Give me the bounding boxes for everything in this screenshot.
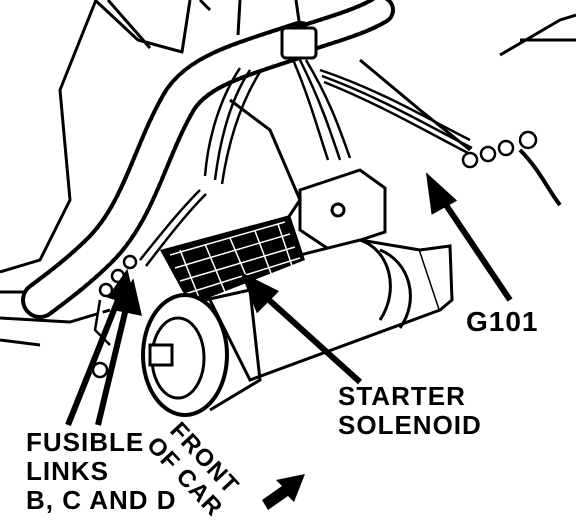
wire-bundle [139,59,475,267]
starter-solenoid [160,215,305,305]
starter-label-line1: STARTER [338,381,466,411]
callout-arrows [65,172,513,427]
mounting-bracket [298,168,387,252]
front-of-car-arrow [262,474,305,510]
g101-label-text: G101 [466,306,539,337]
ground-terminal-g101 [461,130,562,207]
fusible-label-line1: FUSIBLE [26,427,145,457]
fusible-label-line2: LINKS [26,456,109,487]
starter-solenoid-label: STARTER SOLENOID [338,381,482,441]
starter-nose-housing [141,288,262,417]
harness-conduit [21,0,395,319]
fusible-label-line3: B, C AND D [26,485,177,516]
fusible-links-label: FUSIBLE LINKS B, C AND D [26,427,177,516]
g101-label: G101 [466,306,539,337]
starter-label-line2: SOLENOID [338,410,482,441]
